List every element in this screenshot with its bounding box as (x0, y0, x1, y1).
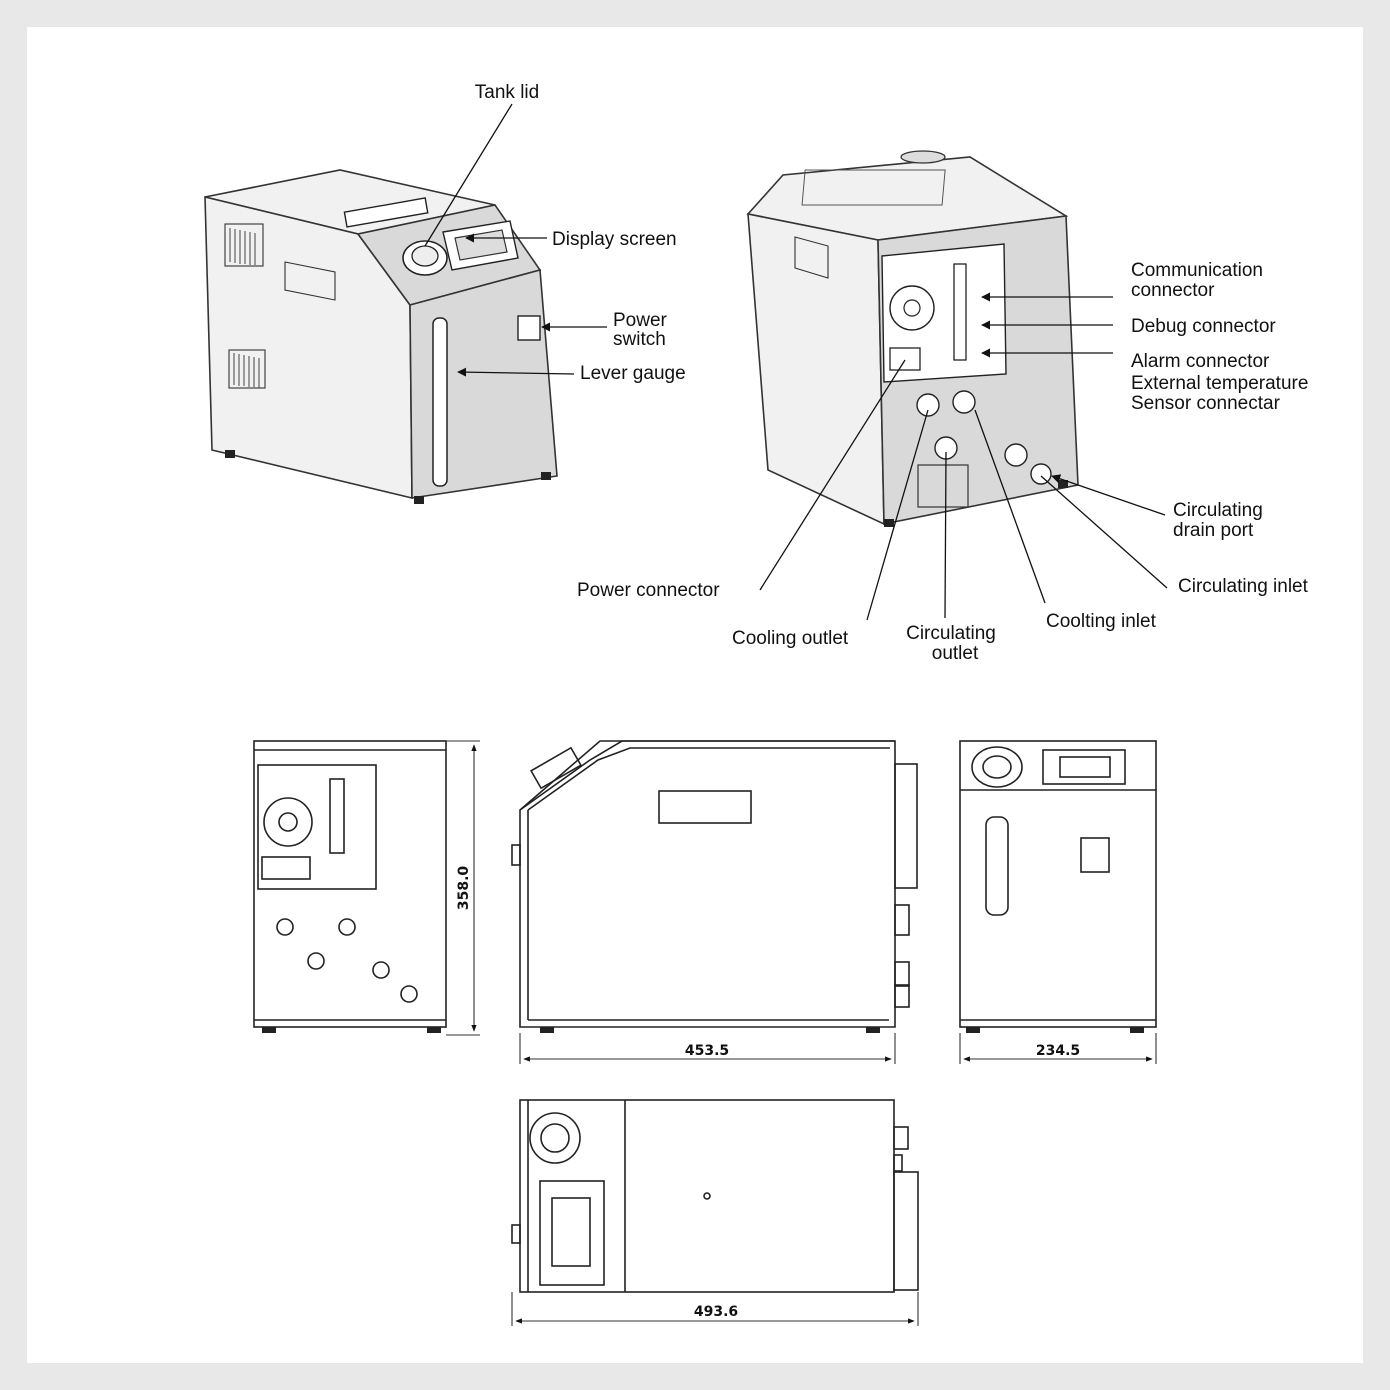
rear-orthographic-view: 358.0 (253, 740, 480, 1036)
label-communication-connector-2: connector (1131, 280, 1215, 301)
dim-top-length: 493.6 (694, 1304, 738, 1320)
debug-connector-callout: Debug connector (981, 316, 1276, 337)
power-connector-callout: Power connector (577, 359, 906, 601)
dim-width: 234.5 (1036, 1043, 1080, 1059)
label-lever-gauge: Lever gauge (580, 363, 686, 384)
label-circulating-outlet-2: outlet (932, 643, 979, 664)
diagram-sheet: Tank lid Display screen Power switch Lev… (27, 27, 1363, 1363)
cooling-outlet-callout: Cooling outlet (732, 409, 929, 649)
rear-perspective-view (746, 150, 1079, 527)
label-circulating-drain-port-2: drain port (1173, 520, 1254, 541)
side-orthographic-view: 453.5 (511, 740, 918, 1064)
front-perspective-view (204, 169, 558, 504)
label-circulating-inlet: Circulating inlet (1178, 576, 1309, 597)
dim-height: 358.0 (456, 866, 472, 911)
circulating-outlet-callout: Circulating outlet (906, 451, 996, 664)
label-communication-connector-1: Communication (1131, 260, 1263, 281)
display-screen-callout: Display screen (465, 229, 677, 250)
chiller-diagram: Tank lid Display screen Power switch Lev… (204, 82, 1309, 1326)
label-power-switch-1: Power (613, 310, 668, 331)
top-orthographic-view: 493.6 (511, 1099, 919, 1326)
circulating-inlet-callout: Circulating inlet (1040, 475, 1309, 597)
label-coolting-inlet: Coolting inlet (1046, 611, 1157, 632)
coolting-inlet-callout: Coolting inlet (974, 409, 1157, 632)
label-alarm-connector-3: Sensor connectar (1131, 393, 1281, 414)
label-power-switch-2: switch (613, 329, 666, 350)
label-alarm-connector-2: External temperature (1131, 373, 1308, 394)
label-alarm-connector-1: Alarm connector (1131, 351, 1270, 372)
alarm-connector-callout: Alarm connector External temperature Sen… (981, 348, 1308, 414)
label-tank-lid: Tank lid (475, 82, 539, 103)
label-display-screen: Display screen (552, 229, 677, 250)
lever-gauge-callout: Lever gauge (457, 363, 686, 384)
label-power-connector: Power connector (577, 580, 720, 601)
dim-length: 453.5 (685, 1043, 729, 1059)
front-orthographic-view: 234.5 (959, 740, 1157, 1064)
label-cooling-outlet: Cooling outlet (732, 628, 849, 649)
label-debug-connector: Debug connector (1131, 316, 1276, 337)
power-switch-callout: Power switch (541, 310, 668, 350)
communication-connector-callout: Communication connector (981, 260, 1263, 302)
label-circulating-outlet-1: Circulating (906, 623, 996, 644)
label-circulating-drain-port-1: Circulating (1173, 500, 1263, 521)
circulating-drain-port-callout: Circulating drain port (1051, 474, 1263, 541)
tank-lid-callout: Tank lid (424, 82, 539, 247)
